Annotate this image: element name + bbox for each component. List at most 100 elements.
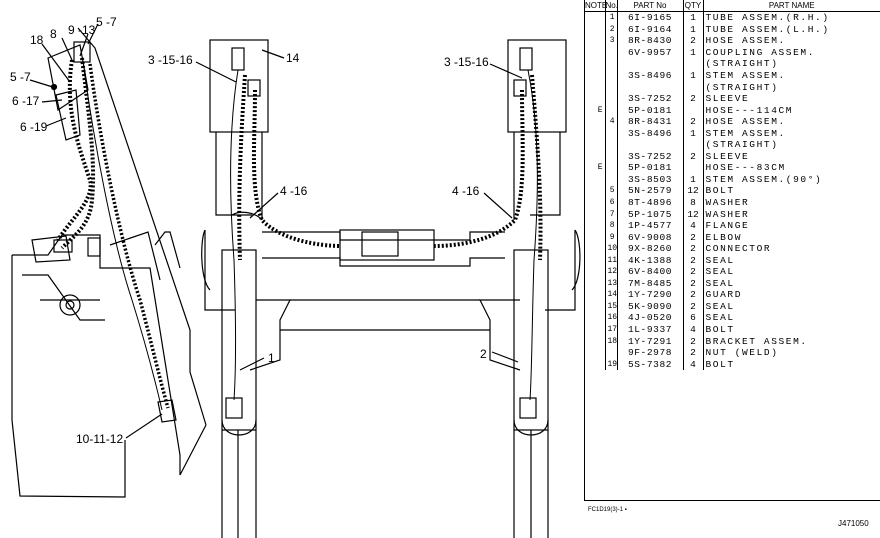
cell-note bbox=[585, 300, 606, 313]
callout-5-7-left: 5 -7 bbox=[10, 70, 31, 84]
cell-part: 4K-1388 bbox=[617, 254, 684, 267]
cell-part: 1P-4577 bbox=[617, 219, 684, 232]
footer-code: FC1D19(3)-1 ▪ bbox=[588, 507, 627, 513]
cell-note bbox=[585, 358, 606, 370]
cell-no: 12 bbox=[605, 266, 618, 278]
cell-no bbox=[605, 81, 618, 93]
cell-part: 6I-9164 bbox=[617, 23, 684, 36]
cell-note bbox=[585, 312, 606, 324]
cell-name: SEAL bbox=[705, 266, 735, 278]
cell-part: 8T-4896 bbox=[617, 196, 684, 209]
cell-qty: 2 bbox=[683, 277, 704, 290]
cell-note bbox=[585, 346, 606, 359]
cell-part: 5P-1075 bbox=[617, 208, 684, 220]
cell-no bbox=[605, 58, 618, 70]
cell-note: E bbox=[585, 162, 606, 174]
cell-no bbox=[605, 127, 618, 140]
cell-no: 19 bbox=[605, 358, 618, 370]
cell-part: 7M-8485 bbox=[617, 277, 684, 290]
cell-part: 6V-8400 bbox=[617, 266, 684, 278]
header-note: NOTE bbox=[585, 0, 608, 12]
cell-note bbox=[585, 242, 606, 255]
cell-note bbox=[585, 35, 606, 47]
cell-qty bbox=[683, 81, 704, 93]
cell-part: 5N-2579 bbox=[617, 185, 684, 197]
cell-note bbox=[585, 323, 606, 336]
cell-name: HOSE---114CM bbox=[705, 104, 794, 116]
cell-note bbox=[585, 69, 606, 82]
cell-note bbox=[585, 46, 606, 59]
cell-part: 5P-0181 bbox=[617, 104, 684, 116]
cell-qty: 2 bbox=[683, 242, 704, 255]
cell-note bbox=[585, 127, 606, 140]
cell-qty: 2 bbox=[683, 115, 704, 128]
cell-part: 6V-9008 bbox=[617, 231, 684, 243]
cell-no bbox=[605, 46, 618, 59]
cell-no: 15 bbox=[605, 300, 618, 313]
cell-name: HOSE ASSEM. bbox=[705, 116, 786, 128]
cell-part: 3S-7252 bbox=[617, 150, 684, 163]
cell-part: 5S-7382 bbox=[617, 358, 684, 370]
cell-no: 9 bbox=[605, 231, 618, 243]
drawing-number: J471050 bbox=[838, 519, 869, 528]
cell-qty: 1 bbox=[683, 127, 704, 140]
cell-qty bbox=[683, 139, 704, 151]
cell-note: E bbox=[585, 104, 606, 116]
cell-no: 11 bbox=[605, 254, 618, 267]
cell-no bbox=[605, 104, 618, 116]
cell-part: 8R-8431 bbox=[617, 115, 684, 128]
cell-name: BRACKET ASSEM. bbox=[705, 335, 808, 347]
cell-part: 9X-8260 bbox=[617, 242, 684, 255]
cell-name: BOLT bbox=[705, 324, 735, 336]
cell-no: 13 bbox=[605, 277, 618, 290]
cell-part: 5K-9090 bbox=[617, 300, 684, 313]
cell-no: 7 bbox=[605, 208, 618, 220]
cell-name: SEAL bbox=[705, 300, 735, 312]
cell-qty: 2 bbox=[683, 335, 704, 347]
cell-qty: 4 bbox=[683, 358, 704, 370]
parts-table-header: NOTE No. PART No QTY PART NAME bbox=[585, 0, 880, 12]
table-row: E 5P-0181 HOSE---114CM bbox=[585, 104, 880, 116]
callout-18: 18 bbox=[30, 33, 44, 47]
callout-1: 1 bbox=[268, 351, 275, 365]
cell-no: 3 bbox=[605, 35, 618, 47]
cell-no: 14 bbox=[605, 289, 618, 301]
header-part-name: PART NAME bbox=[703, 0, 880, 12]
cell-name: SLEEVE bbox=[705, 150, 750, 162]
cell-no bbox=[605, 139, 618, 151]
cell-qty: 4 bbox=[683, 323, 704, 336]
cell-note bbox=[585, 208, 606, 220]
cell-no bbox=[605, 162, 618, 174]
cell-qty: 1 bbox=[683, 11, 704, 24]
callout-14: 14 bbox=[286, 51, 300, 65]
cell-part: 8R-8430 bbox=[617, 35, 684, 47]
cell-qty: 2 bbox=[683, 92, 704, 105]
cell-note bbox=[585, 58, 606, 70]
cell-part: 4J-0520 bbox=[617, 312, 684, 324]
callout-3-15-16-left: 3 -15-16 bbox=[148, 53, 193, 67]
table-divider-vertical bbox=[584, 0, 585, 500]
cell-part: 1Y-7290 bbox=[617, 289, 684, 301]
callout-4-16-left: 4 -16 bbox=[280, 184, 308, 198]
cell-part: 1Y-7291 bbox=[617, 335, 684, 347]
cell-no: 1 bbox=[605, 11, 618, 24]
cell-note bbox=[585, 266, 606, 278]
table-row: (STRAIGHT) bbox=[585, 58, 880, 70]
cell-name: COUPLING ASSEM. bbox=[705, 46, 816, 58]
callout-5-7-top: 5 -7 bbox=[96, 15, 117, 29]
cell-qty: 2 bbox=[683, 254, 704, 267]
cell-name: STEM ASSEM. bbox=[705, 70, 786, 81]
